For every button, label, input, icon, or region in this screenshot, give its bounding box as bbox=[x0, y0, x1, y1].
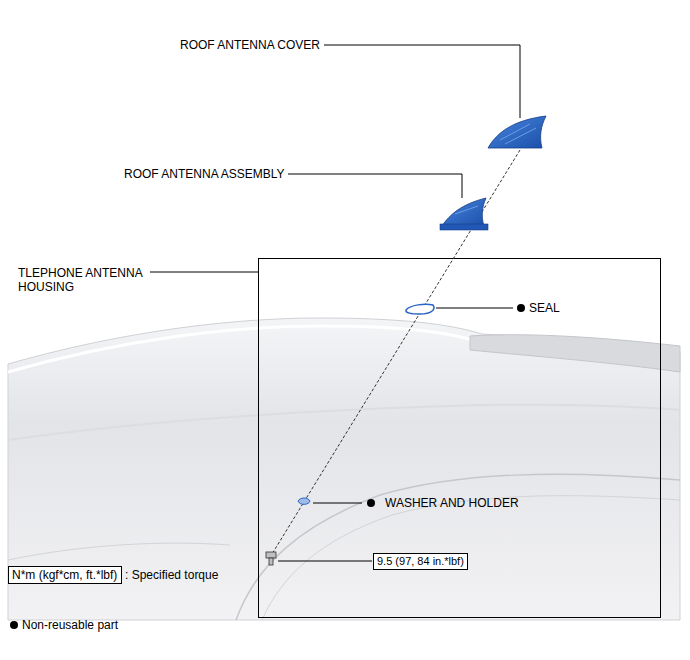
part-name: SEAL bbox=[529, 301, 560, 315]
torque-text: N*m (kgf*cm, ft.*lbf) bbox=[12, 568, 118, 582]
part-name: WASHER AND HOLDER bbox=[385, 496, 519, 510]
torque-text: 9.5 (97, 84 in.*lbf) bbox=[377, 555, 464, 568]
torque-unit-box: N*m (kgf*cm, ft.*lbf) bbox=[8, 566, 122, 584]
torque-box: 9.5 (97, 84 in.*lbf) bbox=[373, 553, 468, 570]
part-name: ROOF ANTENNA COVER bbox=[180, 38, 320, 52]
part-name: ROOF ANTENNA ASSEMBLY bbox=[124, 167, 285, 181]
legend-note: : Specified torque bbox=[125, 568, 218, 582]
part-name: TLEPHONE ANTENNA HOUSING bbox=[18, 266, 158, 294]
legend-note: Non-reusable part bbox=[22, 618, 118, 632]
